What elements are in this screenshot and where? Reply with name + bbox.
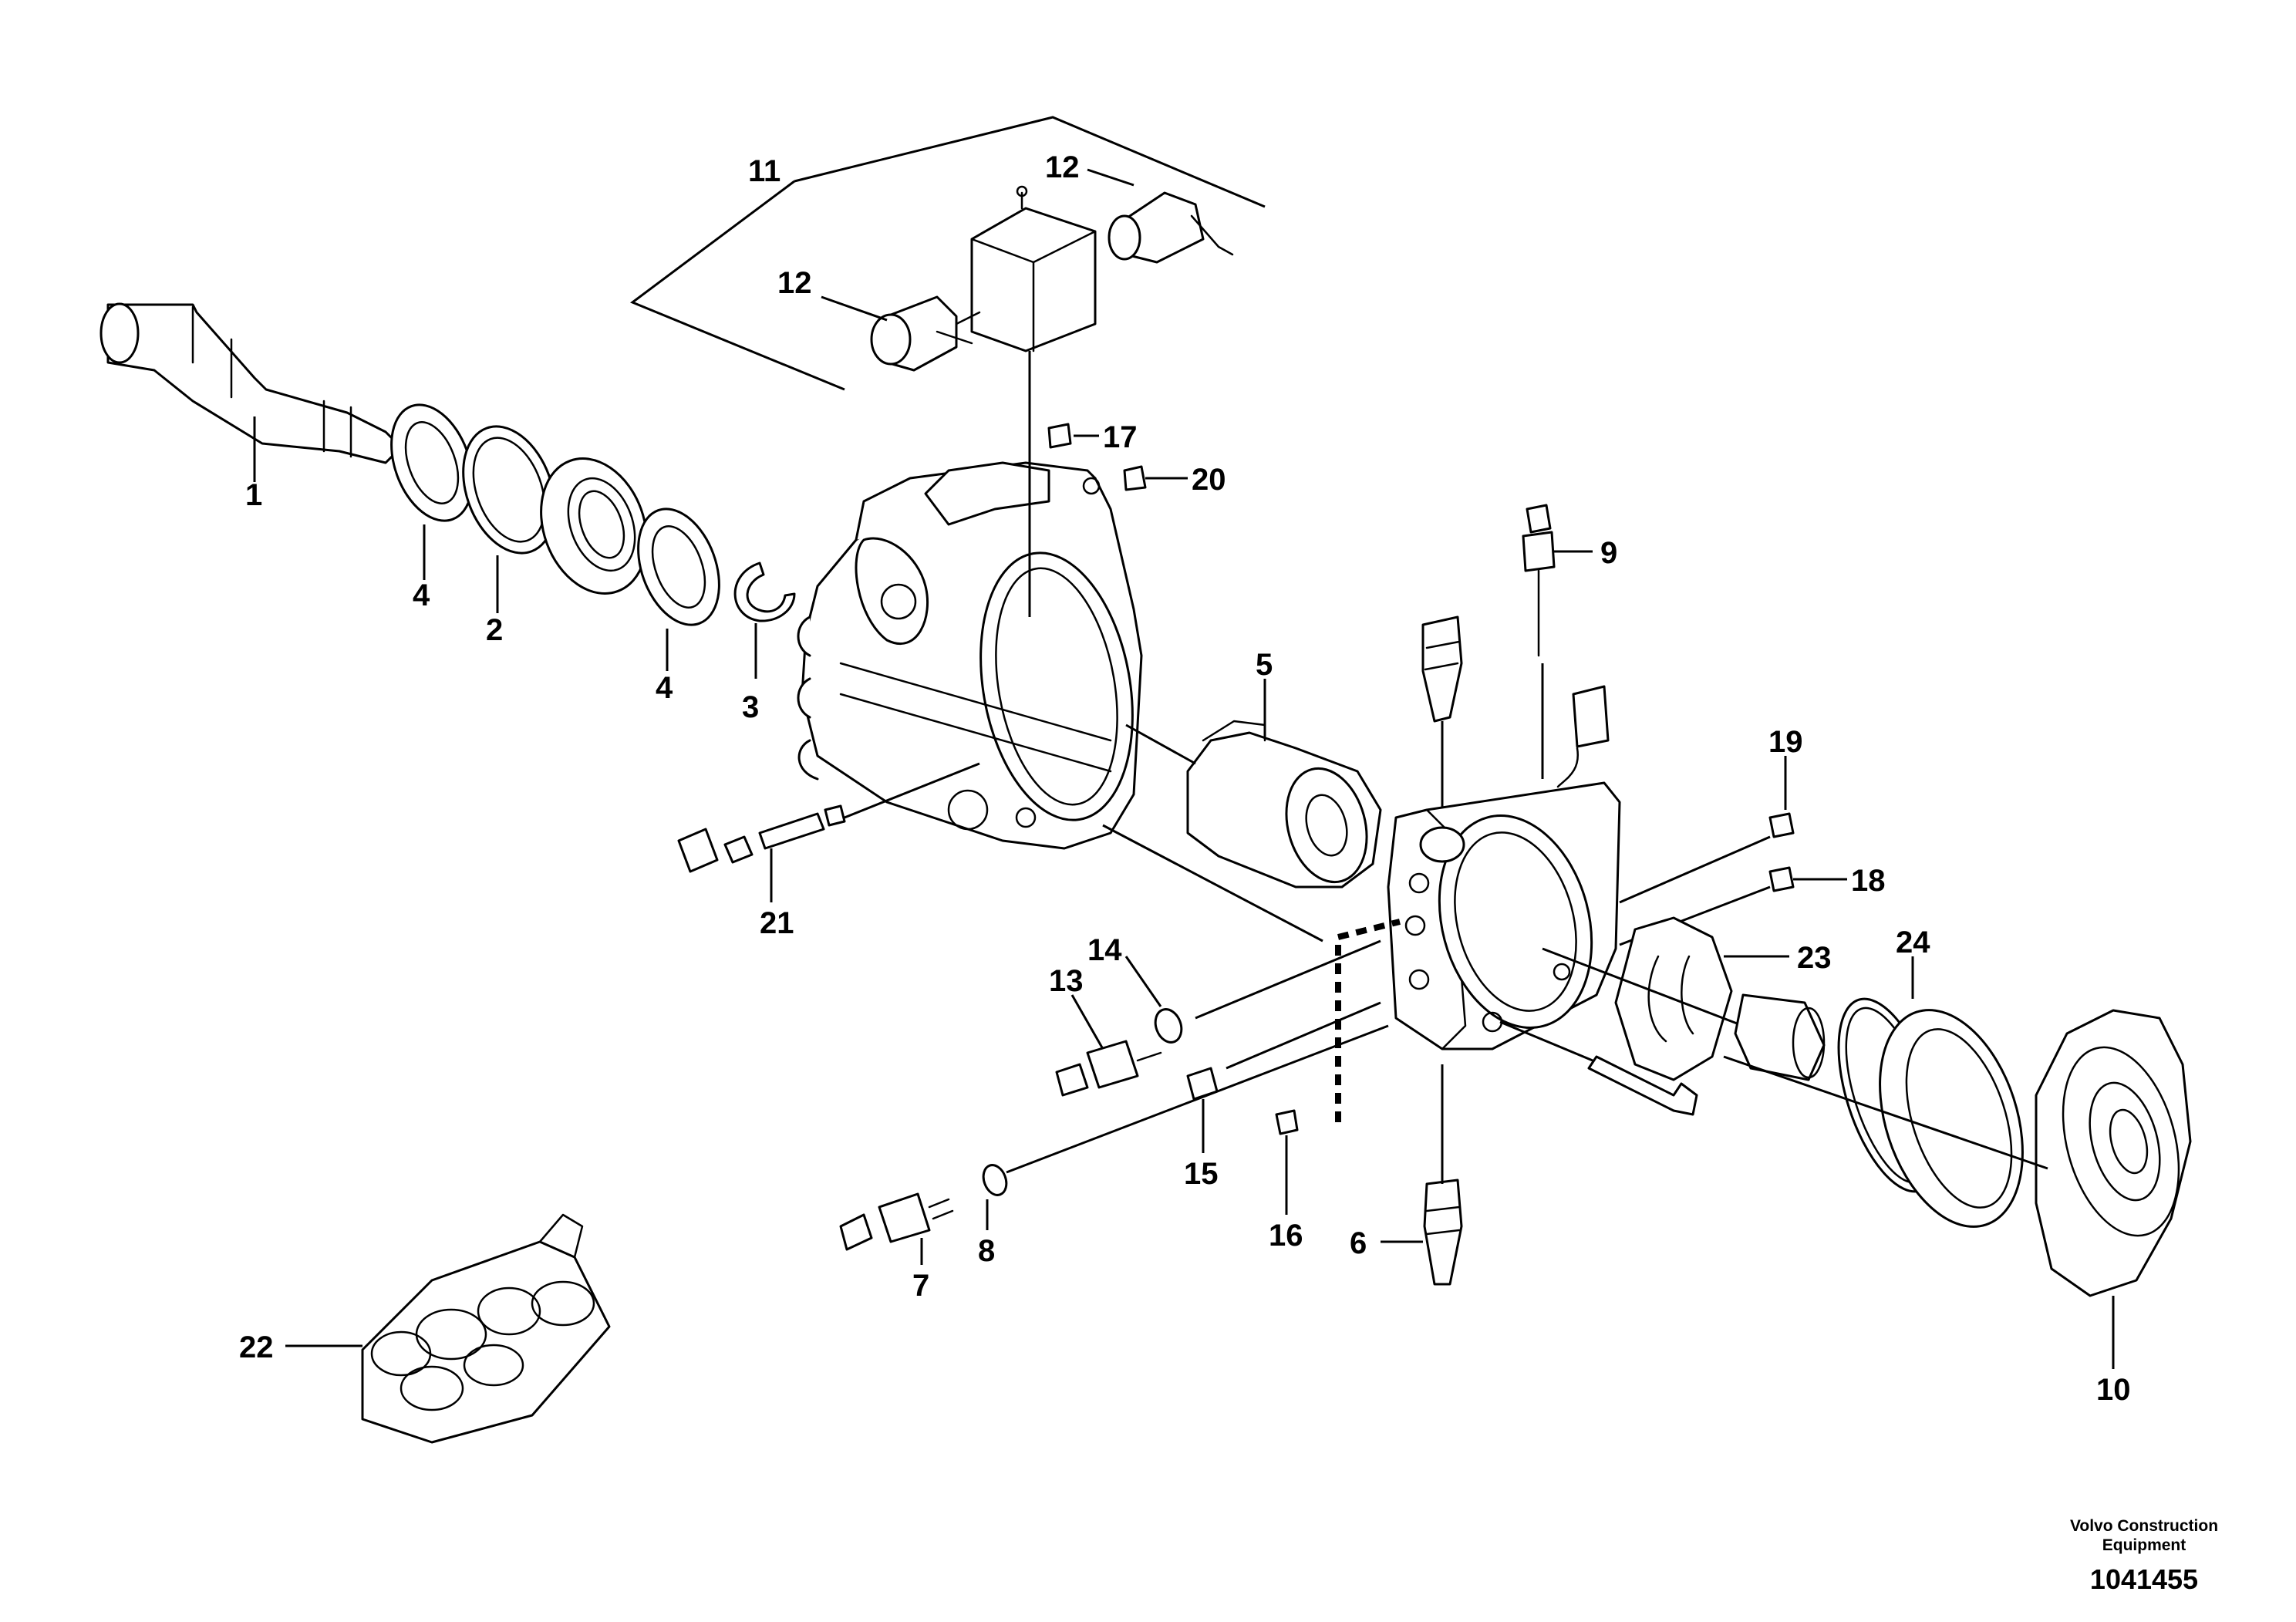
part-10-end-cover: [1723, 1009, 2192, 1369]
callout-19: 19: [1768, 725, 1803, 759]
callout-17: 17: [1103, 420, 1138, 454]
part-6-pressure-port: [1381, 1064, 1463, 1286]
part-1-drive-shaft: [99, 302, 403, 482]
part-3-circlip: [733, 561, 796, 679]
assembly-bracket-11: [629, 116, 1266, 391]
bushing: [1734, 993, 1826, 1081]
callout-6: 6: [1350, 1226, 1367, 1260]
callout-4-left: 4: [413, 578, 430, 612]
port-fitting-upper: [1421, 615, 1463, 814]
footer-company-line2: Equipment: [2102, 1536, 2186, 1554]
part-9-temperature-sensor: [1522, 504, 1593, 779]
bearing: [540, 457, 648, 595]
part-4-washer-right: [637, 508, 720, 671]
electrical-connector: [1556, 685, 1610, 788]
callout-12-left: 12: [777, 266, 812, 300]
cover-gasket: [1879, 1009, 2024, 1228]
part-16-small-plug: [1275, 1109, 1299, 1215]
callout-12-upper: 12: [1045, 150, 1080, 184]
part-12-sensor-upper: [1087, 168, 1234, 264]
part-7-check-valve: [839, 1192, 954, 1265]
callout-10: 10: [2096, 1373, 2131, 1407]
callout-16: 16: [1269, 1219, 1303, 1253]
callout-11: 11: [748, 154, 781, 188]
callout-9: 9: [1600, 536, 1617, 570]
long-bolt: [1499, 1020, 1698, 1116]
callout-3: 3: [742, 690, 759, 724]
callout-7: 7: [912, 1269, 929, 1303]
pump-housing: [801, 461, 1143, 850]
callout-2: 2: [486, 613, 503, 647]
part-2-seal-ring: [462, 425, 556, 613]
footer-drawing-number: 1041455: [2090, 1563, 2198, 1595]
housing-lugs: [797, 615, 819, 781]
callout-15: 15: [1184, 1157, 1219, 1191]
callout-22: 22: [239, 1330, 274, 1364]
callout-1: 1: [245, 478, 262, 512]
control-valve-block: [970, 185, 1097, 617]
callout-18: 18: [1851, 864, 1886, 898]
part-22-seal-kit-bag: [285, 1213, 611, 1444]
callout-13: 13: [1049, 964, 1084, 998]
callout-14: 14: [1087, 933, 1122, 967]
part-14-o-ring: [1124, 939, 1381, 1044]
part-13-relief-valve: [1055, 994, 1162, 1097]
part-23-valve-plate: [1542, 916, 1789, 1081]
callout-23: 23: [1797, 941, 1832, 975]
part-20-plug: [1123, 465, 1188, 491]
callout-8: 8: [978, 1234, 995, 1268]
part-19-plug-screw: [1619, 756, 1795, 904]
callout-20: 20: [1192, 463, 1226, 497]
part-5-servo-piston: [1125, 679, 1382, 889]
part-15-plug: [1186, 1001, 1381, 1153]
dashed-guide-line: [1102, 824, 1401, 1122]
port-plate: [1387, 781, 1621, 1050]
footer-company-line1: Volvo Construction: [2070, 1517, 2218, 1535]
part-8-o-ring: [982, 1024, 1389, 1230]
callout-5: 5: [1256, 648, 1273, 682]
callout-21: 21: [760, 906, 794, 940]
part-21-adjusting-screw: [677, 762, 980, 902]
callout-4-right: 4: [656, 671, 673, 705]
callout-24: 24: [1896, 926, 1930, 959]
part-17-screw: [1047, 423, 1099, 449]
part-12-sensor-left: [821, 295, 981, 372]
